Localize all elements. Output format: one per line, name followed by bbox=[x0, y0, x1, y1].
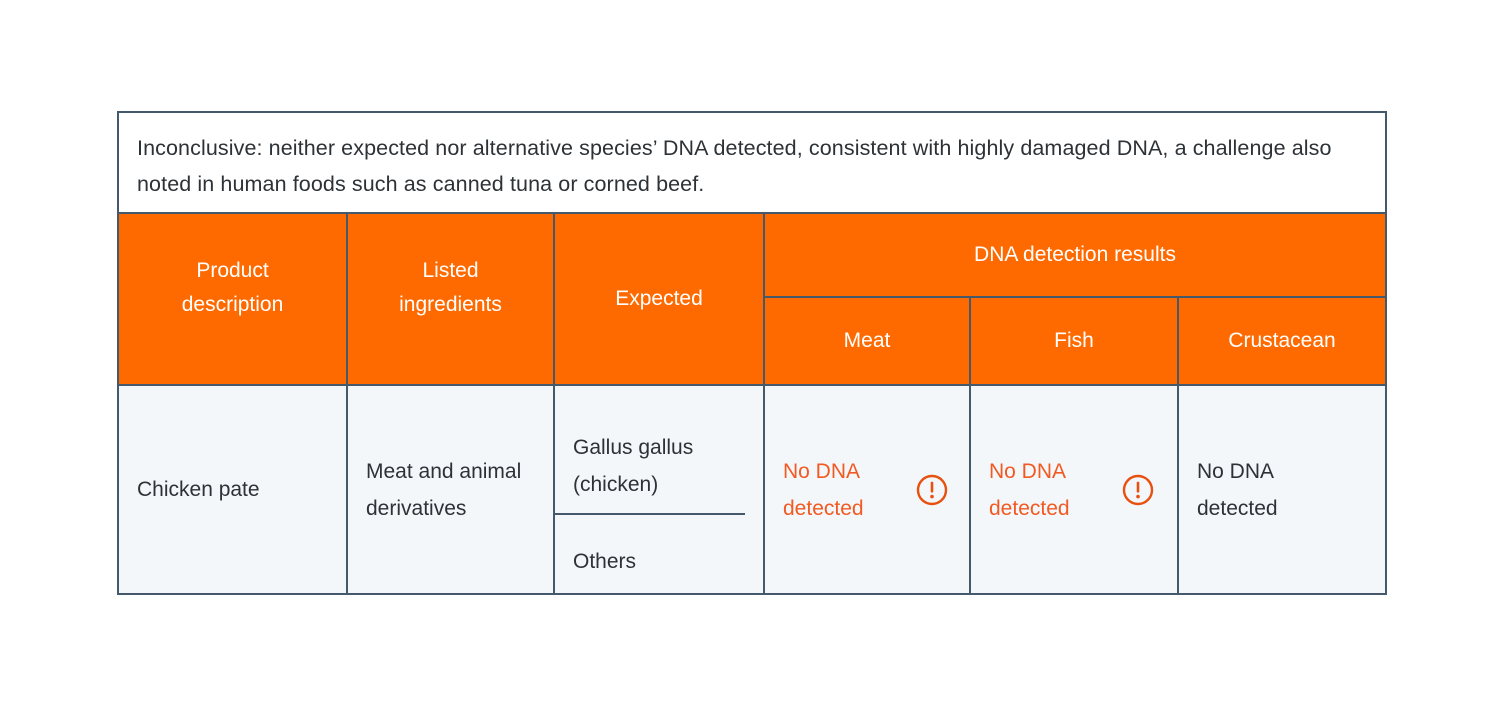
expected-sub-divider bbox=[555, 513, 745, 515]
header-dna-detection-results: DNA detection results bbox=[765, 214, 1385, 298]
cell-expected: Gallus gallus (chicken) Others bbox=[555, 386, 765, 593]
header-expected: Expected bbox=[555, 214, 765, 384]
header-listed-ingredients-line1: Listed bbox=[422, 259, 479, 282]
cell-listed-ingredients-text: Meat and animal derivatives bbox=[366, 459, 522, 520]
alert-circle-icon bbox=[916, 474, 948, 505]
cell-expected-primary: Gallus gallus (chicken) bbox=[555, 386, 763, 515]
table-note-row: Inconclusive: neither expected nor alter… bbox=[119, 113, 1385, 214]
cell-result-fish-text: No DNA detected bbox=[989, 459, 1070, 520]
header-column-crustacean: Crustacean bbox=[1228, 329, 1336, 352]
dna-results-table: Inconclusive: neither expected nor alter… bbox=[117, 111, 1387, 595]
table-row: Chicken pate Meat and animal derivatives… bbox=[119, 386, 1385, 593]
alert-circle-icon bbox=[1122, 474, 1154, 505]
cell-result-fish: No DNA detected bbox=[971, 386, 1179, 593]
header-listed-ingredients-line2: ingredients bbox=[399, 293, 502, 316]
header-column-meat: Meat bbox=[765, 298, 971, 384]
cell-product-description-text: Chicken pate bbox=[137, 478, 260, 501]
cell-result-crustacean-text: No DNA detected bbox=[1197, 459, 1278, 520]
header-product-description-line1: Product bbox=[196, 259, 269, 282]
cell-result-meat-text: No DNA detected bbox=[783, 459, 864, 520]
table-header-band: Product description Listed ingredients E… bbox=[119, 214, 1385, 386]
cell-result-crustacean: No DNA detected bbox=[1179, 386, 1385, 593]
table-note-text: Inconclusive: neither expected nor alter… bbox=[137, 136, 1332, 196]
header-product-description-line2: description bbox=[181, 293, 284, 316]
cell-expected-secondary: Others bbox=[555, 515, 763, 593]
cell-product-description: Chicken pate bbox=[119, 386, 348, 593]
cell-expected-primary-text: Gallus gallus (chicken) bbox=[573, 436, 694, 496]
cell-result-meat: No DNA detected bbox=[765, 386, 971, 593]
cell-listed-ingredients: Meat and animal derivatives bbox=[348, 386, 555, 593]
header-results-subcolumns: Meat Fish Crustacean bbox=[765, 298, 1385, 384]
header-listed-ingredients: Listed ingredients bbox=[348, 214, 555, 384]
header-product-description: Product description bbox=[119, 214, 348, 384]
header-results-group: DNA detection results Meat Fish Crustace… bbox=[765, 214, 1385, 384]
cell-expected-secondary-text: Others bbox=[573, 550, 637, 573]
header-column-fish: Fish bbox=[971, 298, 1179, 384]
